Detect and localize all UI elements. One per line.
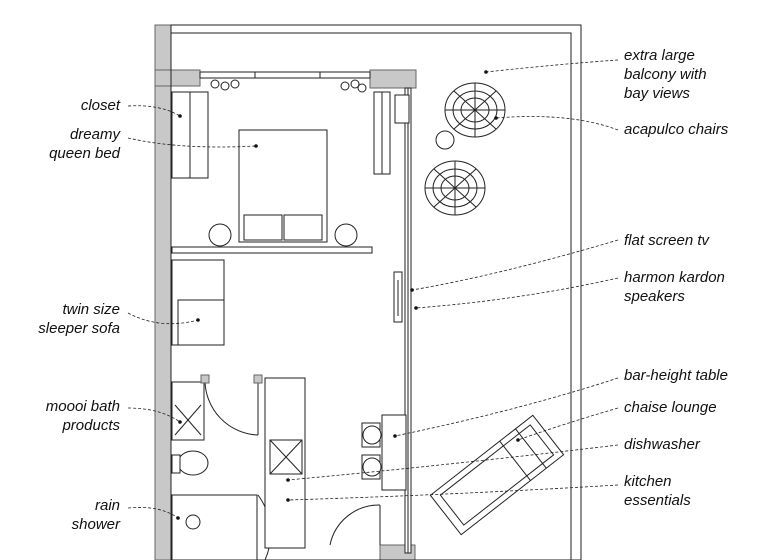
acapulco-chairs (424, 82, 506, 216)
walls (154, 24, 582, 560)
label-rain-shower: rain shower (71, 497, 120, 533)
label-chaise-lounge: chaise lounge (624, 399, 717, 416)
kitchen (264, 377, 381, 549)
chaise-lounge (429, 414, 565, 536)
left-wall (154, 24, 172, 560)
label-acapulco-chairs: acapulco chairs (624, 121, 729, 138)
label-closet: closet (80, 97, 120, 114)
label-flat-screen-tv: flat screen tv (624, 232, 710, 249)
label-balcony: extra large balcony with bay views (624, 47, 707, 102)
top-left-wall-stub (154, 69, 201, 87)
queen-bed (171, 129, 373, 254)
leader-lines (127, 59, 619, 520)
label-bath-products: moooi bath products (45, 398, 120, 434)
bar-table (361, 414, 407, 491)
label-dishwasher: dishwasher (624, 436, 700, 453)
closet (171, 91, 209, 179)
tv-and-speakers (393, 271, 403, 323)
top-window (199, 71, 371, 93)
bathroom (171, 374, 272, 560)
label-kitchen-essentials: kitchen essentials (624, 473, 691, 509)
top-right-wall-stub (369, 69, 417, 89)
chair-2 (424, 160, 486, 216)
label-sleeper-sofa: twin size sleeper sofa (38, 301, 120, 337)
chair-1 (435, 82, 506, 150)
label-speakers: harmon kardon speakers (624, 269, 725, 305)
balcony-inner-outline (170, 32, 572, 560)
label-queen-bed: dreamy queen bed (49, 126, 120, 162)
sleeper-sofa (171, 259, 225, 346)
glass-wall (373, 87, 412, 554)
label-bar-table: bar-height table (624, 367, 728, 384)
